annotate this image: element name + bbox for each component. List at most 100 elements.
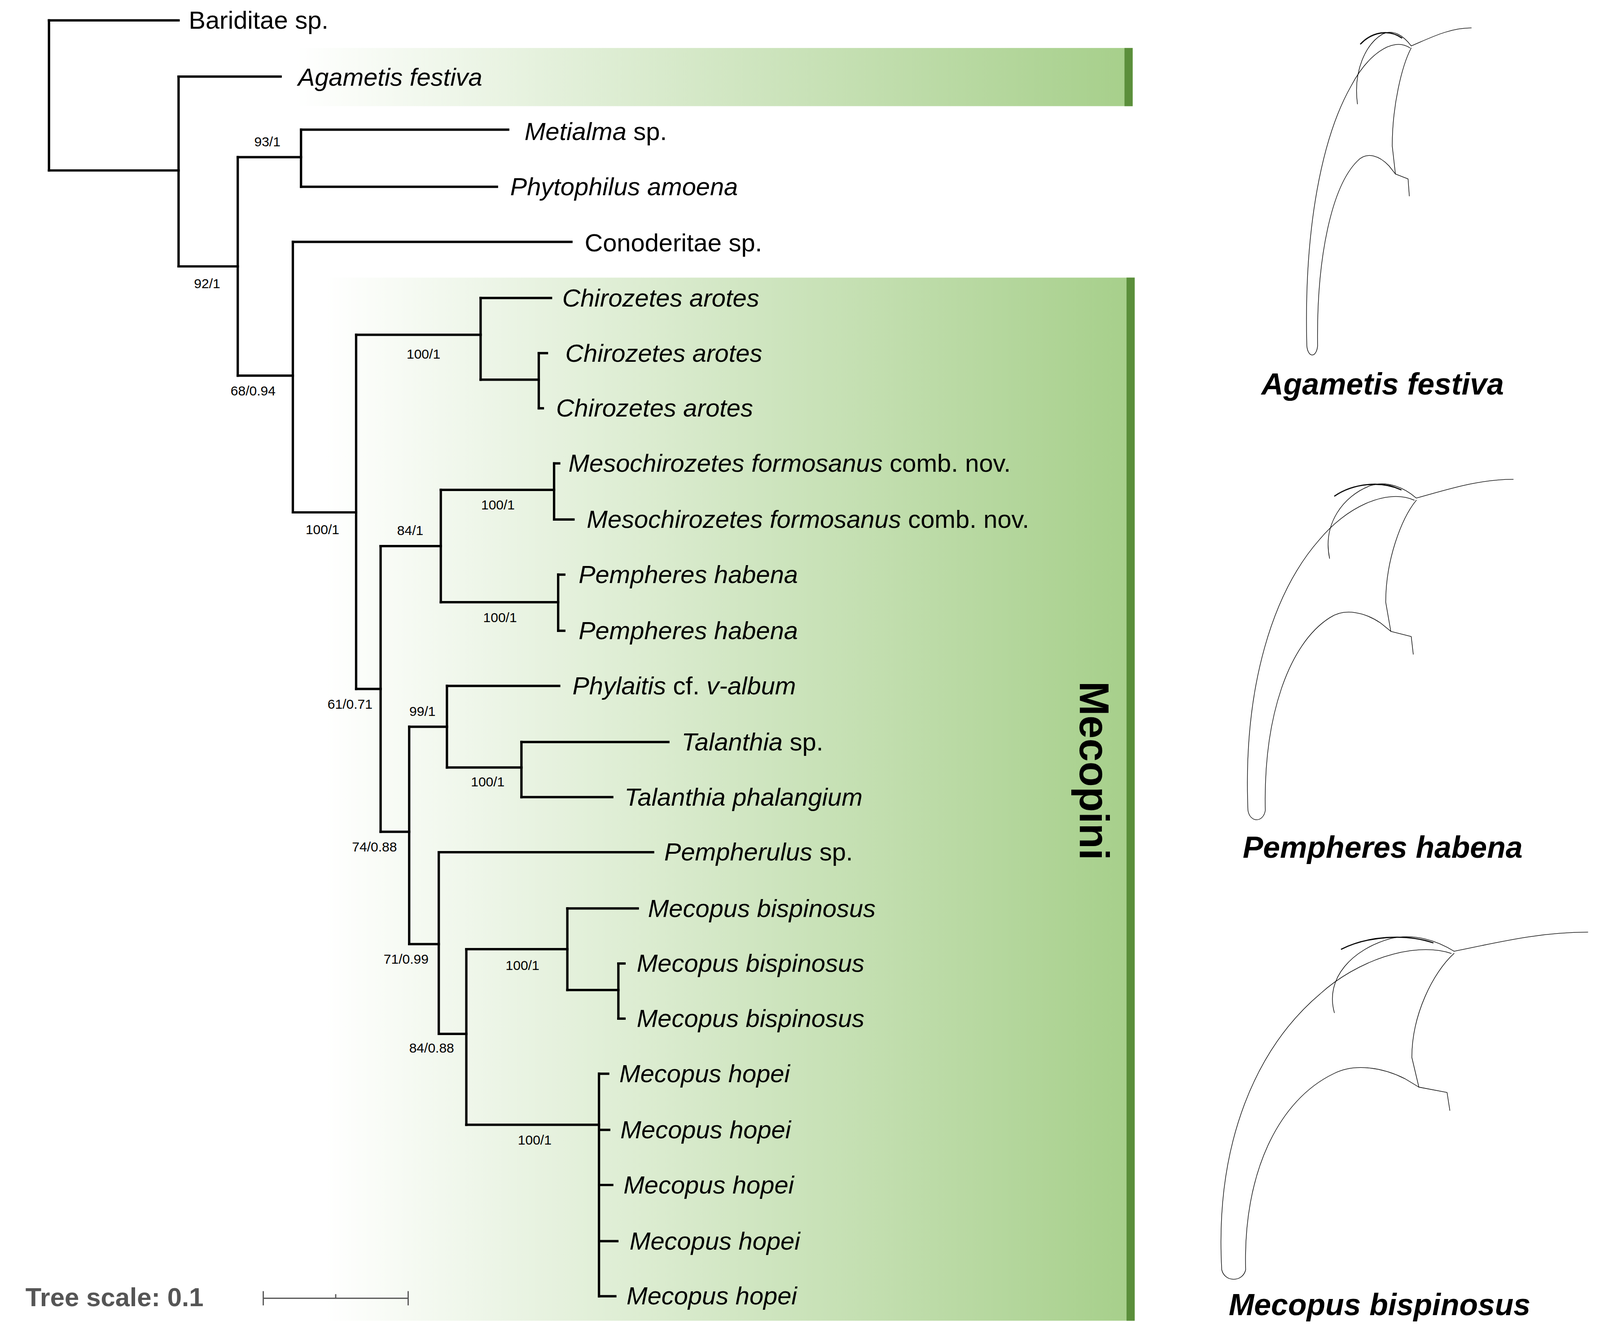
- tree-branch: [236, 157, 239, 376]
- tree-branch: [379, 546, 382, 833]
- aedeagus-drawing: [1247, 479, 1513, 820]
- tree-branch: [599, 1239, 618, 1242]
- taxon-label: Conoderitae sp.: [584, 228, 763, 258]
- support-value: 84/1: [397, 522, 424, 539]
- tree-branch: [599, 1072, 609, 1075]
- tree-branch: [438, 1032, 467, 1035]
- tree-branch: [537, 353, 540, 409]
- scale-bar: [263, 1290, 409, 1306]
- tree-branch: [293, 511, 357, 514]
- tree-branch: [479, 298, 482, 380]
- taxon-label: Mecopus hopei: [629, 1226, 801, 1255]
- clade-name: Mecopini: [1069, 680, 1118, 860]
- tree-branch: [293, 240, 572, 243]
- taxon-label: Mecopus bispinosus: [648, 893, 876, 923]
- taxon-label: Talanthia sp.: [681, 727, 824, 757]
- band-edge: [1124, 48, 1133, 107]
- tree-branch: [554, 518, 574, 521]
- tree-branches: [48, 20, 669, 1296]
- tree-branch: [552, 463, 556, 520]
- taxon-band: Agametis festiva: [295, 48, 1133, 107]
- aedeagus-drawing: [1306, 27, 1472, 356]
- tree-branch: [440, 488, 554, 491]
- taxon-name: Agametis festiva: [298, 62, 483, 92]
- tree-branch: [48, 19, 179, 22]
- tree-branch: [291, 241, 294, 513]
- taxon-label: Mesochirozetes formosanus comb. nov.: [586, 504, 1030, 534]
- support-value: 100/1: [505, 957, 540, 974]
- tree-branch: [437, 852, 440, 1035]
- tree-branch: [407, 726, 411, 944]
- taxon-label: Chirozetes arotes: [556, 393, 754, 423]
- support-value: 100/1: [305, 521, 340, 538]
- tree-branch: [599, 1294, 616, 1298]
- taxon-label: Pempheres habena: [578, 616, 798, 645]
- taxon-label: Mecopus bispinosus: [636, 948, 865, 978]
- tree-branch: [409, 725, 448, 728]
- tree-branch: [380, 830, 410, 833]
- tree-branch: [464, 949, 468, 1125]
- tree-branch: [178, 75, 281, 78]
- taxon-label: Talanthia phalangium: [624, 782, 863, 811]
- tree-branch: [566, 908, 569, 991]
- tree-branch: [558, 573, 565, 576]
- tree-branch: [445, 685, 448, 768]
- support-value: 100/1: [483, 609, 518, 626]
- taxon-label: Phytophilus amoena: [510, 172, 738, 202]
- tree-branch: [380, 544, 441, 548]
- tree-branch: [618, 1017, 625, 1020]
- tree-branch: [301, 185, 498, 189]
- support-value: 92/1: [193, 276, 220, 292]
- tree-branch: [48, 169, 179, 172]
- support-value: 74/0.88: [351, 839, 397, 855]
- taxon-label: Mesochirozetes formosanus comb. nov.: [568, 448, 1011, 478]
- tree-branch: [440, 600, 558, 604]
- tree-branch: [48, 20, 51, 171]
- tree-branch: [466, 1123, 600, 1126]
- tree-branch: [567, 988, 619, 991]
- taxon-label: Phylaitis cf. v-album: [572, 671, 796, 701]
- tree-branch: [599, 1183, 613, 1186]
- support-value: 100/1: [517, 1131, 552, 1148]
- taxon-label: Mecopus hopei: [620, 1115, 791, 1145]
- tree-branch: [554, 462, 560, 465]
- support-value: 99/1: [409, 703, 436, 719]
- tree-branch: [538, 351, 547, 355]
- tree-branch: [237, 374, 294, 377]
- aedeagus-drawing: [1220, 932, 1588, 1280]
- scale-label: Tree scale: 0.1: [25, 1281, 204, 1312]
- tree-branch: [466, 947, 568, 951]
- tree-branch: [538, 407, 543, 410]
- mecopini-band: [324, 277, 1135, 1321]
- tree-branch: [299, 129, 303, 187]
- tree-branch: [567, 907, 638, 910]
- tree-branch: [438, 850, 654, 854]
- tree-branch: [599, 1128, 610, 1131]
- tree-branch: [237, 156, 302, 159]
- figure-caption: Pempheres habena: [1242, 829, 1523, 865]
- tree-branch: [301, 128, 509, 131]
- taxon-label: Chirozetes arotes: [565, 338, 763, 368]
- support-value: 100/1: [470, 773, 505, 790]
- tree-branch: [521, 740, 669, 744]
- tree-branch: [480, 296, 552, 299]
- tree-branch: [558, 629, 565, 632]
- support-value: 100/1: [406, 346, 441, 363]
- tree-branch: [355, 687, 381, 690]
- figure-caption: Mecopus bispinosus: [1228, 1286, 1531, 1322]
- support-value: 61/0.71: [327, 696, 373, 713]
- taxon-label: Mecopus hopei: [619, 1059, 790, 1088]
- support-value: 93/1: [254, 134, 281, 150]
- taxon-label: Metialma sp.: [524, 117, 667, 146]
- support-value: 84/0.88: [409, 1040, 455, 1057]
- tree-branch: [355, 334, 358, 689]
- tree-branch: [178, 265, 238, 268]
- taxon-label: Pempheres habena: [578, 560, 798, 589]
- tree-branch: [447, 766, 522, 769]
- taxon-label: Pempherulus sp.: [664, 837, 853, 867]
- taxon-label: Bariditae sp.: [188, 5, 329, 35]
- support-value: 100/1: [481, 497, 515, 513]
- band-edge: [1126, 277, 1135, 1321]
